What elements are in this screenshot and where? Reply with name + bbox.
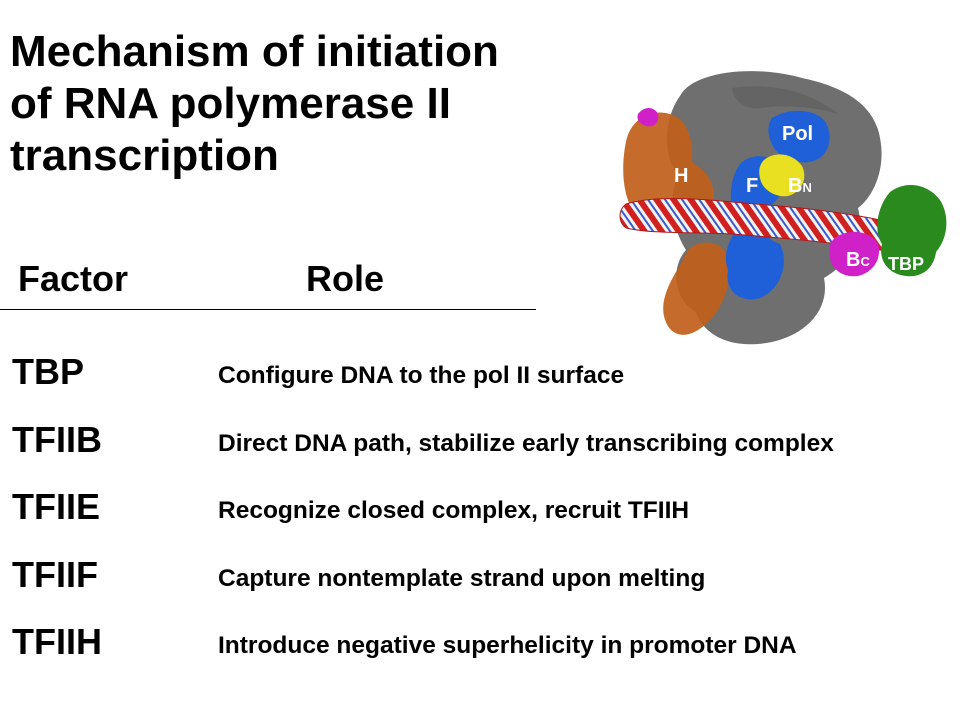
- table-row-tbp: TBP Configure DNA to the pol II surface: [0, 352, 960, 412]
- tfiih-lower-shape: [663, 242, 731, 335]
- slide-title-line-2: of RNA polymerase II: [10, 79, 451, 128]
- factor-name: TFIIB: [12, 419, 102, 460]
- tfiih-upper-shape: [623, 112, 714, 218]
- tfiif-label: F: [746, 175, 758, 197]
- factor-role: Configure DNA to the pol II surface: [218, 362, 625, 389]
- factor-role: Introduce negative superhelicity in prom…: [218, 632, 797, 659]
- factor-role: Capture nontemplate strand upon melting: [218, 565, 706, 592]
- slide-title-line-3: transcription: [10, 131, 279, 180]
- structure-svg: Pol H F BN BC TBP: [619, 71, 947, 345]
- factor-role: Direct DNA path, stabilize early transcr…: [218, 430, 834, 457]
- slide-title: Mechanism of initiation of RNA polymeras…: [10, 26, 570, 182]
- factor-name: TFIIF: [12, 554, 98, 595]
- tbp-shape: [877, 185, 947, 277]
- factor-name: TBP: [12, 351, 84, 392]
- column-header-factor: Factor: [18, 258, 129, 299]
- factor-name: TFIIH: [12, 621, 102, 662]
- pol-label: Pol: [782, 123, 813, 145]
- table-row-tfiie: TFIIE Recognize closed complex, recruit …: [0, 487, 960, 547]
- header-divider: [0, 309, 536, 310]
- pol-domain-shape: [768, 110, 830, 163]
- table-row-tfiib: TFIIB Direct DNA path, stabilize early t…: [0, 420, 960, 480]
- tfiib-n-shape: [759, 154, 805, 197]
- pol-ii-surface-shade: [732, 86, 838, 114]
- tfiib-c-label: BC: [846, 249, 870, 271]
- pol-ii-initiation-complex-structure: Pol H F BN BC TBP: [612, 68, 952, 358]
- table-row-tfiif: TFIIF Capture nontemplate strand upon me…: [0, 555, 960, 615]
- tfiib-n-label: BN: [788, 175, 812, 197]
- table-row-tfiih: TFIIH Introduce negative superhelicity i…: [0, 622, 960, 682]
- tfiib-c-small-shape: [637, 108, 659, 127]
- tfiib-c-shape: [829, 231, 880, 277]
- factor-name: TFIIE: [12, 486, 100, 527]
- slide-title-line-1: Mechanism of initiation: [10, 27, 499, 76]
- column-header-role: Role: [306, 258, 385, 299]
- factor-role: Recognize closed complex, recruit TFIIH: [218, 497, 690, 524]
- tfiih-label: H: [674, 165, 688, 187]
- tbp-label: TBP: [888, 254, 924, 274]
